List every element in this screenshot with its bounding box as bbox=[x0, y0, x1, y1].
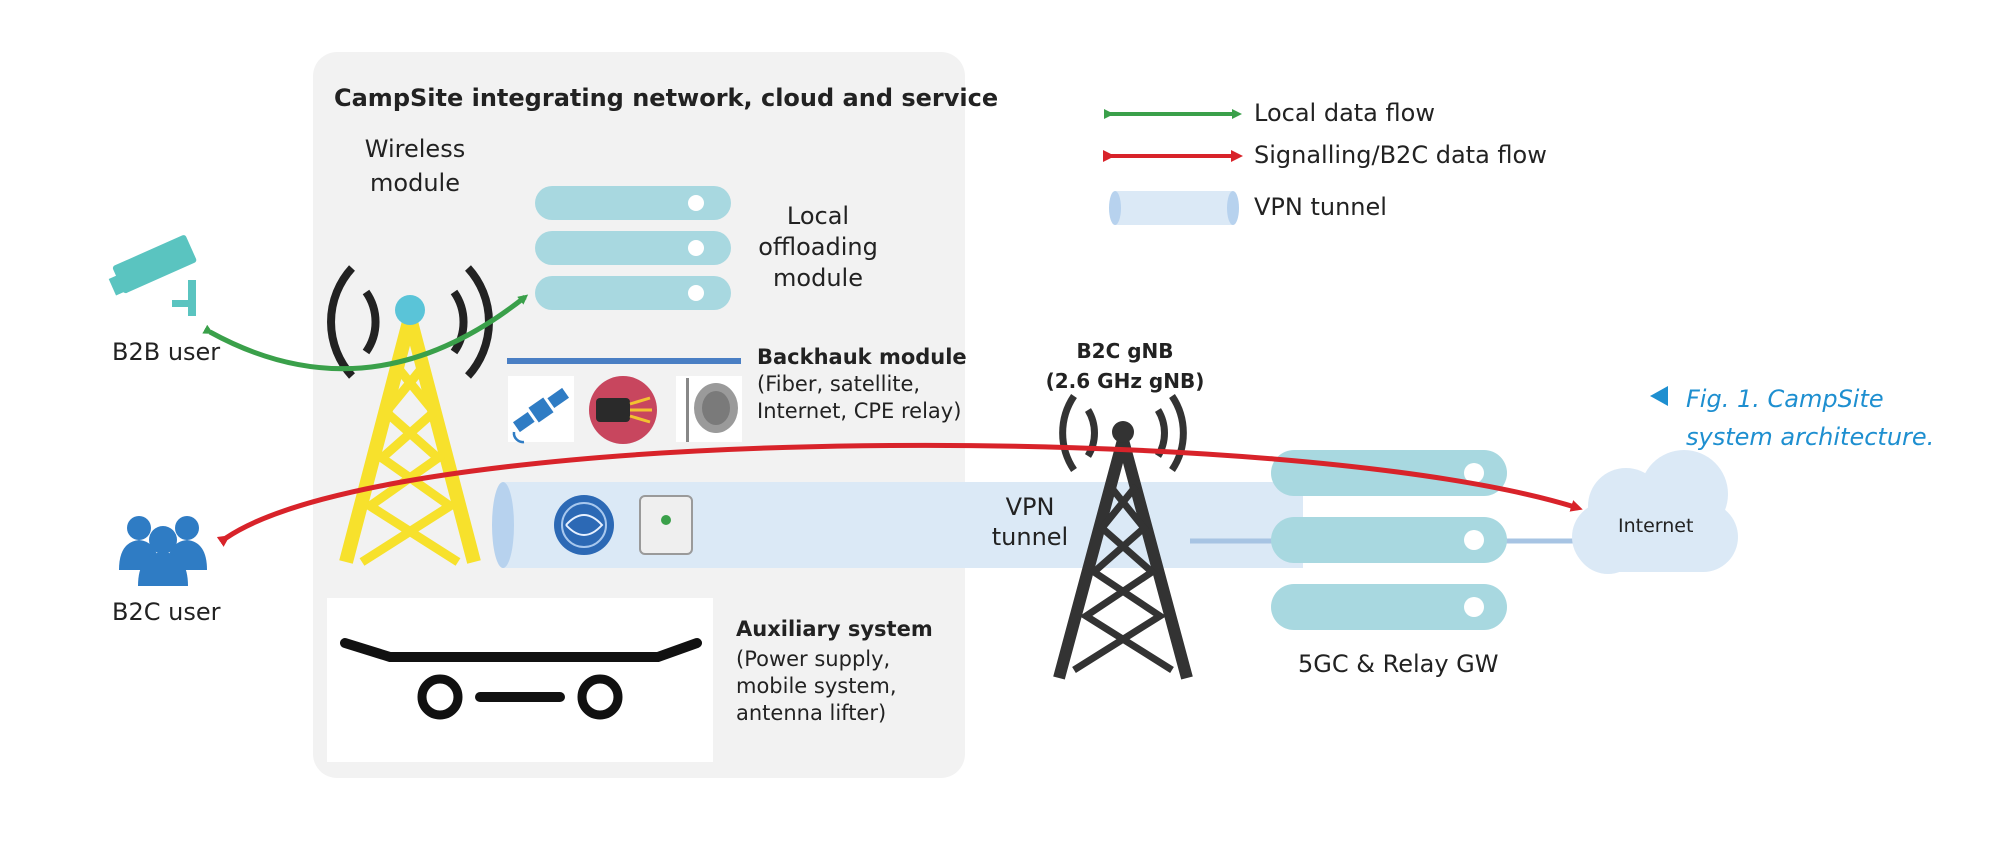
legend-signalling-label: Signalling/B2C data flow bbox=[1254, 141, 1547, 169]
legend-vpn-swatch bbox=[1109, 191, 1239, 225]
legend-vpn-label: VPN tunnel bbox=[1254, 193, 1387, 221]
caption-triangle-icon bbox=[1650, 386, 1668, 406]
b2c-user-label: B2C user bbox=[112, 598, 221, 626]
satellite-icon bbox=[508, 376, 574, 444]
backhaul-label: Backhauk module (Fiber, satellite, Inter… bbox=[757, 345, 967, 423]
wireless-tower-top bbox=[395, 295, 425, 325]
internet-cloud-icon bbox=[1572, 450, 1738, 574]
core-label: 5GC & Relay GW bbox=[1298, 650, 1499, 678]
core-server-stack bbox=[1190, 450, 1600, 630]
backhaul-divider bbox=[507, 358, 741, 364]
gnb-label: B2C gNB (2.6 GHz gNB) bbox=[1045, 339, 1205, 393]
b2b-user-label: B2B user bbox=[112, 338, 221, 366]
fiber-icon bbox=[589, 376, 657, 444]
signalling-flow-arrow bbox=[216, 442, 1583, 547]
campsite-title: CampSite integrating network, cloud and … bbox=[334, 84, 999, 112]
mobile-trailer-icon bbox=[340, 638, 702, 720]
antenna-dish-icon bbox=[676, 376, 742, 442]
b2c-users-icon bbox=[119, 516, 207, 586]
local-data-flow-arrow bbox=[202, 294, 529, 372]
figure-caption: Fig. 1. CampSite system architecture. bbox=[1686, 385, 1935, 451]
auxiliary-box bbox=[327, 598, 713, 762]
internet-label: Internet bbox=[1618, 515, 1694, 537]
b2b-camera-icon bbox=[108, 235, 197, 316]
local-server-stack bbox=[535, 186, 731, 310]
cpe-router-icon bbox=[639, 495, 693, 555]
gnb-tower-top bbox=[1112, 421, 1134, 443]
legend-local-flow-label: Local data flow bbox=[1254, 99, 1435, 127]
globe-icon bbox=[554, 495, 614, 555]
vpn-tunnel-label: VPN tunnel bbox=[991, 493, 1069, 551]
local-offloading-label: Local offloading module bbox=[758, 202, 878, 292]
wireless-module-label: Wireless module bbox=[364, 135, 466, 197]
auxiliary-label: Auxiliary system (Power supply, mobile s… bbox=[736, 617, 933, 725]
